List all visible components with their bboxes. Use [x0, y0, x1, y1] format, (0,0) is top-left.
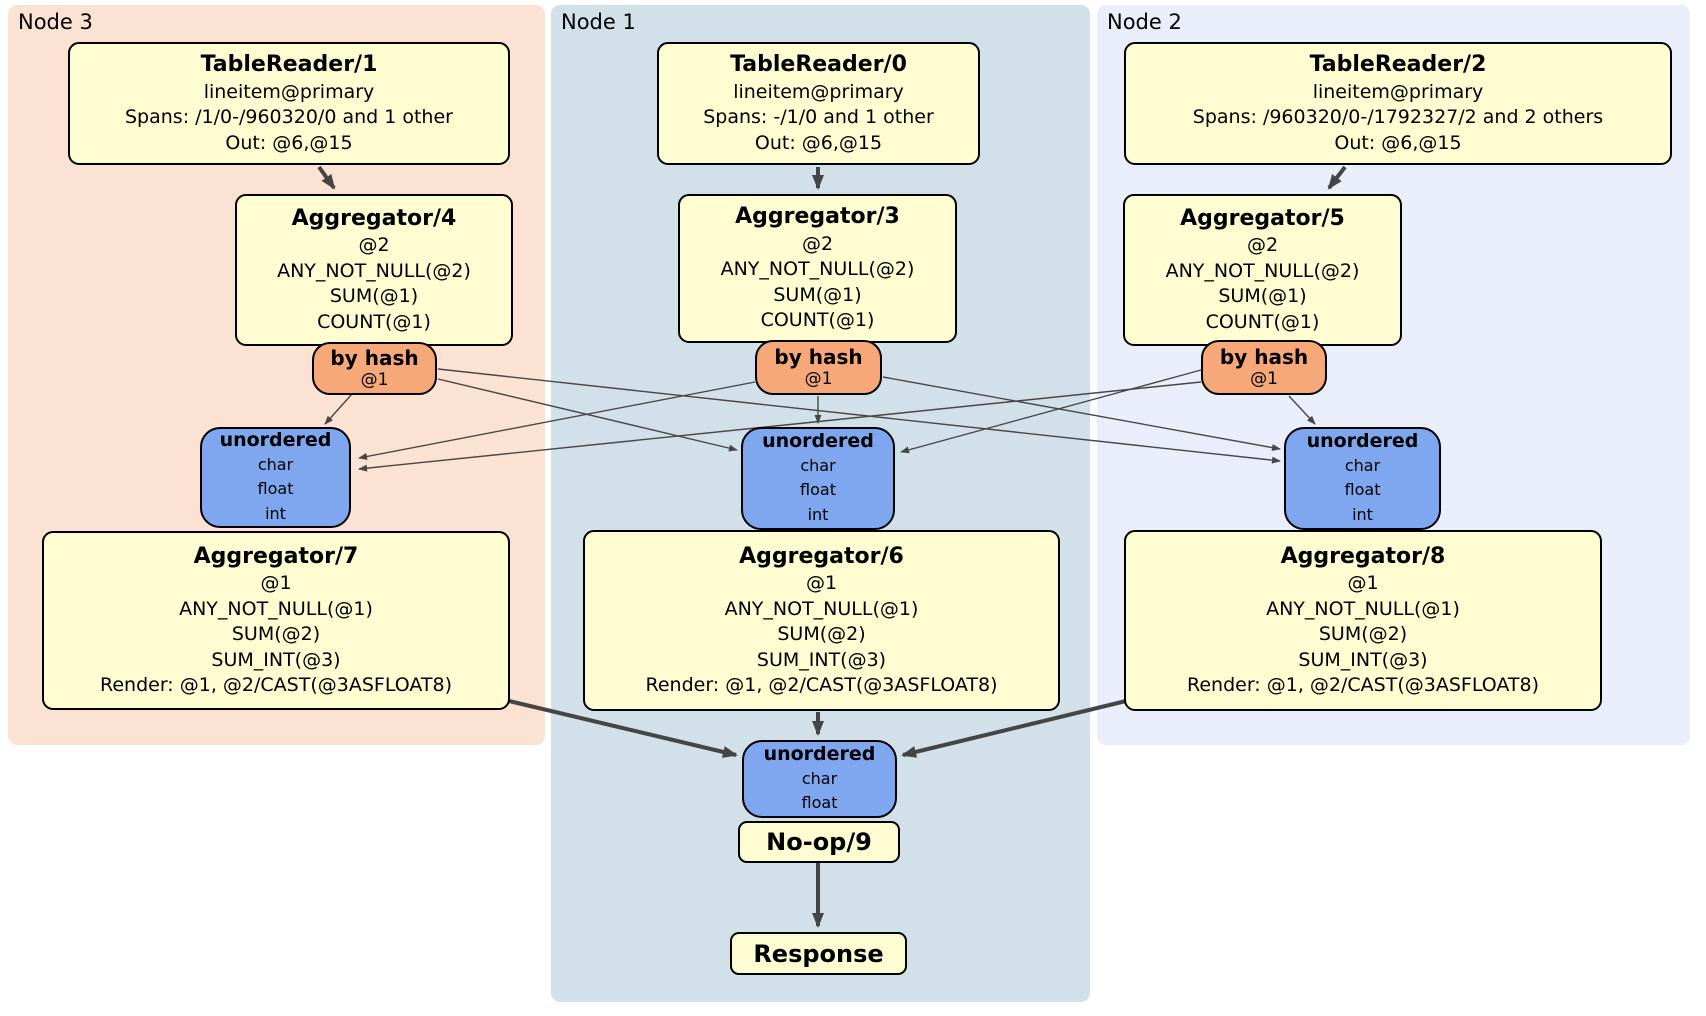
processor-line: @1: [805, 572, 838, 595]
processor-tablereader-1: TableReader/1 lineitem@primary Spans: /1…: [68, 42, 510, 165]
router-detail: @1: [804, 369, 833, 390]
processor-aggregator-6: Aggregator/6 @1 ANY_NOT_NULL(@1) SUM(@2)…: [583, 530, 1060, 711]
processor-line: Render: @1, @2/CAST(@3ASFLOAT8): [645, 673, 998, 696]
processor-line: lineitem@primary: [1312, 80, 1484, 103]
sync-unordered-node3: unordered char float int: [200, 427, 351, 528]
router-detail: @1: [360, 370, 389, 391]
processor-line: SUM(@1): [329, 285, 419, 308]
processor-title: Aggregator/3: [735, 204, 900, 230]
sync-column: char: [257, 454, 294, 474]
sync-column: char: [801, 768, 838, 788]
sync-column: char: [1344, 455, 1381, 475]
sync-title: unordered: [1306, 429, 1419, 452]
processor-line: Spans: /1/0-/960320/0 and 1 other: [125, 106, 453, 129]
processor-line: ANY_NOT_NULL(@1): [179, 597, 373, 620]
sync-column: int: [1352, 505, 1373, 525]
processor-line: Out: @6,@15: [225, 131, 353, 154]
panel-node-2-label: Node 2: [1107, 10, 1182, 34]
sync-column: char: [800, 455, 836, 475]
router-by-hash-node3: by hash @1: [312, 342, 437, 395]
router-title: by hash: [774, 345, 863, 370]
processor-line: ANY_NOT_NULL(@1): [1266, 597, 1460, 620]
processor-line: SUM(@2): [777, 623, 866, 646]
sync-title: unordered: [219, 428, 332, 451]
processor-title: No-op/9: [766, 828, 872, 856]
router-mesh-edges: [324, 368, 1316, 472]
processor-line: Render: @1, @2/CAST(@3ASFLOAT8): [1187, 673, 1539, 696]
sync-title: unordered: [762, 429, 874, 452]
processor-aggregator-3: Aggregator/3 @2 ANY_NOT_NULL(@2) SUM(@1)…: [678, 194, 957, 343]
processor-line: Out: @6,@15: [1334, 131, 1462, 154]
processor-line: ANY_NOT_NULL(@1): [724, 597, 919, 620]
processor-aggregator-4: Aggregator/4 @2 ANY_NOT_NULL(@2) SUM(@1)…: [235, 194, 513, 346]
processor-title: TableReader/2: [1309, 52, 1487, 78]
processor-line: SUM_INT(@3): [211, 648, 341, 671]
processor-noop-9: No-op/9: [738, 821, 900, 863]
processor-line: Render: @1, @2/CAST(@3ASFLOAT8): [100, 673, 452, 696]
processor-title: Aggregator/4: [291, 205, 457, 231]
sync-column: float: [1344, 480, 1381, 500]
processor-line: Spans: -/1/0 and 1 other: [703, 106, 934, 129]
processor-line: SUM(@2): [1318, 623, 1408, 646]
processor-line: @2: [801, 232, 834, 255]
processor-title: Aggregator/7: [193, 543, 359, 569]
processor-line: Spans: /960320/0-/1792327/2 and 2 others: [1192, 106, 1604, 129]
processor-line: SUM_INT(@3): [756, 648, 887, 671]
processor-title: TableReader/0: [730, 52, 907, 78]
processor-response: Response: [730, 932, 907, 975]
processor-tablereader-2: TableReader/2 lineitem@primary Spans: /9…: [1124, 42, 1672, 165]
processor-line: COUNT(@1): [1205, 310, 1320, 333]
sync-title: unordered: [763, 742, 876, 765]
processor-line: ANY_NOT_NULL(@2): [1165, 259, 1360, 282]
router-by-hash-node1: by hash @1: [755, 340, 882, 395]
processor-line: SUM(@1): [1218, 285, 1307, 308]
processor-title: Response: [753, 939, 884, 968]
sync-column: int: [807, 505, 829, 525]
processor-line: Out: @6,@15: [754, 131, 883, 154]
processor-aggregator-5: Aggregator/5 @2 ANY_NOT_NULL(@2) SUM(@1)…: [1123, 194, 1402, 346]
processor-aggregator-7: Aggregator/7 @1 ANY_NOT_NULL(@1) SUM(@2)…: [42, 531, 510, 710]
processor-line: SUM(@1): [773, 283, 862, 306]
processor-line: @1: [260, 572, 292, 595]
processor-line: ANY_NOT_NULL(@2): [277, 259, 471, 282]
router-detail: @1: [1250, 369, 1278, 390]
processor-title: Aggregator/6: [739, 543, 904, 569]
processor-title: Aggregator/5: [1180, 205, 1345, 231]
processor-title: Aggregator/8: [1280, 543, 1446, 569]
processor-line: COUNT(@1): [760, 309, 875, 332]
processor-aggregator-8: Aggregator/8 @1 ANY_NOT_NULL(@1) SUM(@2)…: [1124, 530, 1602, 711]
router-title: by hash: [330, 346, 419, 371]
sync-unordered-final: unordered char float: [742, 740, 897, 818]
sync-column: float: [801, 793, 838, 813]
panel-node-3-label: Node 3: [18, 10, 93, 34]
processor-line: SUM(@2): [231, 623, 321, 646]
processor-title: TableReader/1: [200, 52, 378, 78]
processor-line: @1: [1347, 572, 1379, 595]
sync-column: float: [257, 479, 294, 499]
processor-line: @2: [1246, 234, 1279, 257]
sync-column: int: [265, 504, 286, 524]
router-title: by hash: [1219, 345, 1309, 370]
sync-unordered-node1: unordered char float int: [741, 427, 895, 530]
processor-line: lineitem@primary: [203, 80, 375, 103]
flow-edges: [317, 165, 1347, 928]
panel-node-1-label: Node 1: [561, 10, 636, 34]
processor-line: ANY_NOT_NULL(@2): [720, 258, 915, 281]
processor-line: @2: [358, 234, 390, 257]
processor-line: COUNT(@1): [317, 310, 431, 333]
sync-unordered-node2: unordered char float int: [1284, 427, 1441, 530]
processor-tablereader-0: TableReader/0 lineitem@primary Spans: -/…: [657, 42, 980, 165]
router-by-hash-node2: by hash @1: [1201, 340, 1327, 395]
sync-column: float: [800, 480, 836, 500]
processor-line: lineitem@primary: [733, 80, 904, 103]
processor-line: SUM_INT(@3): [1298, 648, 1428, 671]
